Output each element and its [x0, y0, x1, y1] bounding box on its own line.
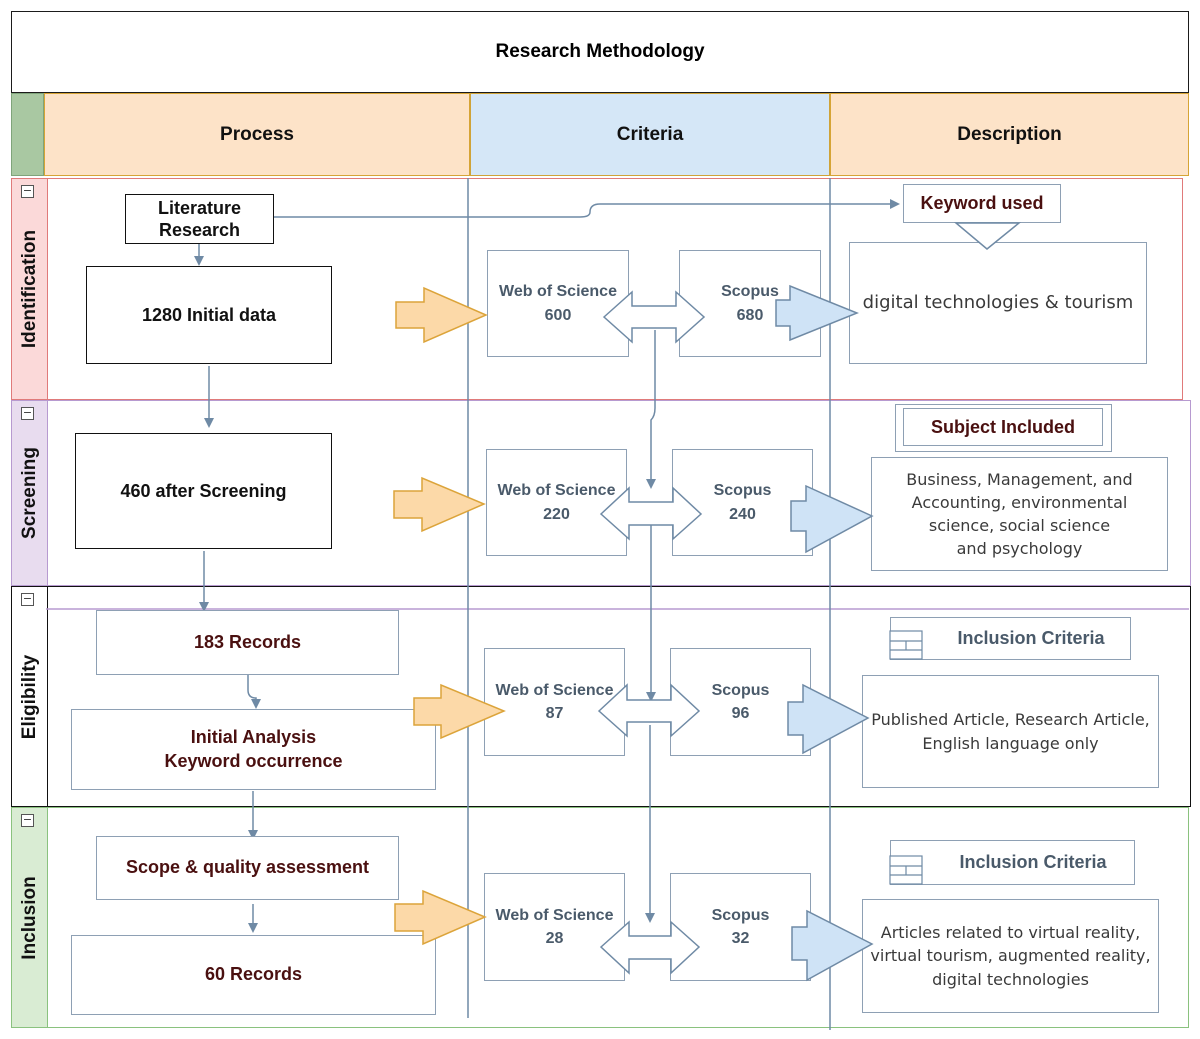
scopus-count: 240 [729, 505, 756, 523]
wos-count: 87 [545, 705, 564, 722]
collapse-icon[interactable]: − [21, 592, 34, 606]
double-arrow-icon [599, 920, 701, 975]
diagram-title: Research Methodology [11, 11, 1189, 93]
analysis-line1: Initial Analysis [190, 727, 317, 748]
header-criteria: Criteria [470, 93, 830, 176]
header-process: Process [44, 93, 470, 176]
wos-box-eligibility: Web of Science 87 [484, 648, 625, 756]
inclusion-line: Articles related to virtual reality, [880, 923, 1141, 943]
inclusion-criteria-box-2: Inclusion Criteria [889, 840, 1135, 885]
collapse-icon[interactable]: − [21, 184, 34, 198]
inclusion-criteria-box-1: Inclusion Criteria [889, 617, 1131, 660]
connector-criteria-1-2 [646, 330, 656, 489]
blue-arrow-icon [775, 284, 860, 342]
inclusion-line: Published Article, Research Article, [871, 710, 1150, 730]
lane-identification: Identification − [11, 178, 1183, 400]
orange-arrow-icon [413, 683, 506, 740]
double-arrow-icon [599, 486, 703, 541]
subject-line: Business, Management, and [906, 469, 1133, 489]
inclusion-line: virtual tourism, augmented reality, [870, 946, 1151, 966]
inclusion-text-box-1: Published Article, Research Article, Eng… [862, 675, 1159, 788]
collapse-icon[interactable]: − [21, 406, 34, 420]
double-arrow-icon [597, 683, 701, 738]
subject-text-box: Business, Management, and Accounting, en… [871, 457, 1168, 571]
orange-arrow-icon [393, 476, 486, 533]
subject-line: science, social science [928, 516, 1111, 535]
lane-label-inclusion: Inclusion [12, 808, 48, 1027]
double-arrow-icon [602, 290, 706, 344]
wos-label: Web of Science [497, 482, 616, 500]
wos-count: 220 [543, 505, 570, 523]
subject-line: Accounting, environmental [911, 492, 1128, 512]
lane-eligibility: Eligibility − [11, 586, 1191, 807]
wos-box-inclusion: Web of Science 28 [484, 873, 625, 981]
blue-arrow-icon [791, 909, 874, 982]
initial-analysis-box: Initial Analysis Keyword occurrence [71, 709, 436, 790]
scopus-label: Scopus [711, 681, 770, 699]
scopus-label: Scopus [711, 906, 770, 924]
inclusion-line: English language only [922, 733, 1099, 753]
blue-arrow-icon [787, 683, 870, 755]
table-icon [889, 855, 923, 885]
orange-arrow-icon [394, 889, 487, 946]
header-description: Description [830, 93, 1189, 176]
inclusion-line: digital technologies [932, 969, 1089, 989]
analysis-line2: Keyword occurrence [164, 750, 343, 771]
scopus-count: 32 [731, 930, 750, 947]
header-corner [11, 93, 44, 176]
scopus-count: 96 [731, 705, 750, 722]
wos-count: 600 [544, 306, 572, 324]
connector-literature-keyword [274, 199, 900, 218]
lane-inclusion: Inclusion − [11, 807, 1189, 1028]
scopus-label: Scopus [721, 283, 779, 301]
initial-data-box: 1280 Initial data [86, 266, 332, 364]
wos-label: Web of Science [499, 283, 617, 301]
subject-line: and psychology [956, 539, 1083, 559]
scope-quality-box: Scope & quality assessment [96, 836, 399, 900]
lane-label-screening: Screening [12, 401, 48, 585]
scopus-count: 680 [736, 306, 764, 324]
wos-box-screening: Web of Science 220 [486, 449, 627, 556]
wos-count: 28 [545, 930, 564, 947]
table-icon [889, 630, 923, 660]
inclusion-text-box-2: Articles related to virtual reality, vir… [862, 899, 1159, 1013]
blue-arrow-icon [790, 484, 874, 554]
lane-label-identification: Identification [12, 179, 48, 399]
wos-label: Web of Science [495, 681, 614, 699]
lane-screening: Screening − [11, 400, 1191, 586]
inclusion-criteria-title-2: Inclusion Criteria [959, 852, 1107, 872]
records-60-box: 60 Records [71, 935, 436, 1015]
keyword-text-box: digital technologies & tourism [849, 242, 1147, 364]
literature-research-box: Literature Research [125, 194, 274, 244]
inclusion-criteria-title-1: Inclusion Criteria [957, 628, 1105, 648]
records-183-box: 183 Records [96, 610, 399, 675]
collapse-icon[interactable]: − [21, 813, 34, 827]
lane-label-eligibility: Eligibility [12, 587, 48, 806]
orange-arrow-icon [395, 286, 488, 344]
wos-label: Web of Science [495, 906, 614, 924]
scopus-label: Scopus [713, 482, 772, 500]
after-screening-box: 460 after Screening [75, 433, 332, 549]
subject-included-box: Subject Included [903, 408, 1103, 446]
triangle-down-icon [953, 222, 1022, 250]
connector-records-analysis [247, 675, 261, 709]
literature-line2: Research [158, 220, 241, 240]
literature-line1: Literature [157, 197, 242, 218]
